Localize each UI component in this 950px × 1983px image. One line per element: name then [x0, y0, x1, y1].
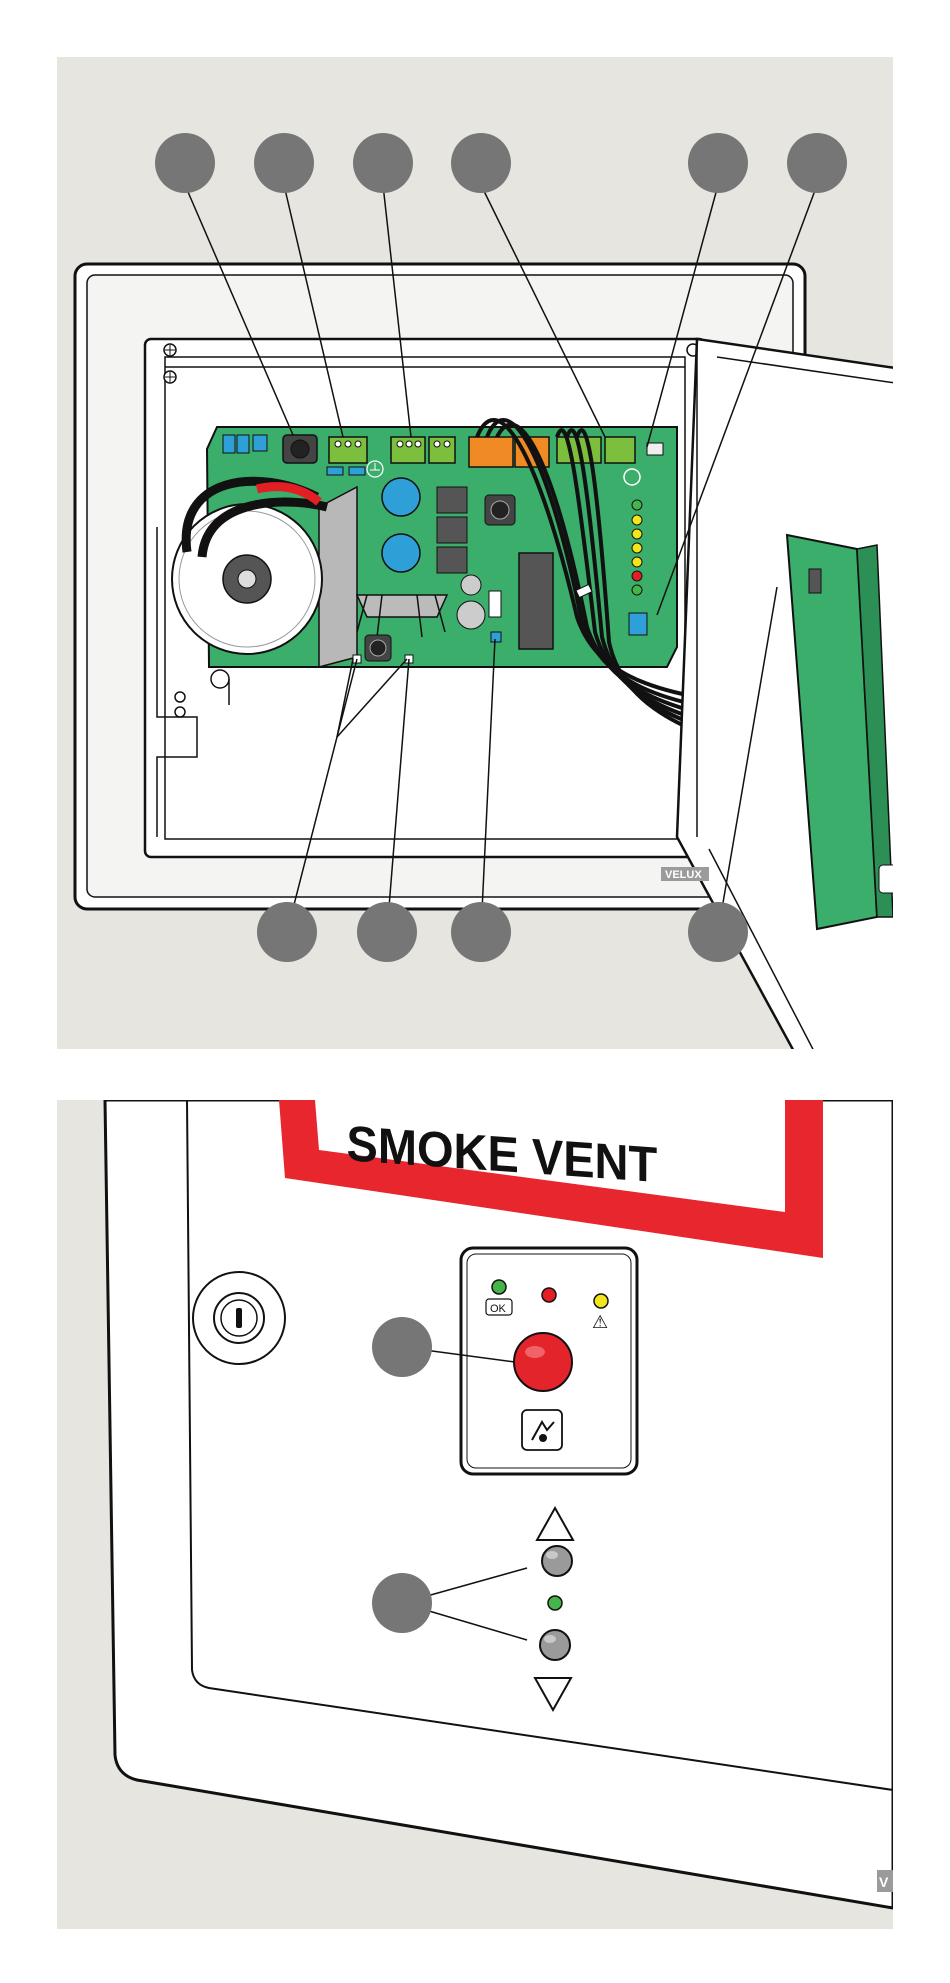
callout-marker	[353, 133, 413, 193]
brand-mark: V	[879, 1874, 889, 1890]
ventilation-close-button[interactable]	[540, 1630, 570, 1660]
screw-icon	[164, 344, 176, 356]
ventilation-led-green	[548, 1596, 562, 1610]
control-unit-front-diagram: SMOKE VENT OK ⚠	[57, 1100, 893, 1929]
callout-marker	[155, 133, 215, 193]
control-unit-open-diagram: VELUX	[57, 57, 893, 1049]
smoke-vent-open-button[interactable]	[514, 1333, 572, 1391]
warning-icon: ⚠	[592, 1312, 608, 1332]
control-unit-illustration: VELUX	[57, 57, 893, 1049]
callout-marker	[372, 1573, 432, 1633]
callout-marker	[787, 133, 847, 193]
capacitor	[382, 478, 420, 516]
callout-marker	[257, 902, 317, 962]
key-switch[interactable]	[193, 1272, 285, 1364]
microcontroller-chip	[519, 553, 553, 649]
callout-marker	[372, 1317, 432, 1377]
terminal-block-green	[429, 437, 455, 463]
manual-call-icon	[522, 1410, 562, 1450]
front-panel-illustration: SMOKE VENT OK ⚠	[57, 1100, 893, 1929]
callout-marker	[357, 902, 417, 962]
callout-marker	[254, 133, 314, 193]
callout-marker	[688, 902, 748, 962]
screw-icon	[164, 371, 176, 383]
relay	[437, 547, 467, 573]
relay	[437, 517, 467, 543]
callout-marker	[451, 902, 511, 962]
callout-marker	[688, 133, 748, 193]
ok-led-green	[492, 1280, 506, 1294]
ventilation-open-button[interactable]	[542, 1546, 572, 1576]
capacitor	[382, 534, 420, 572]
fault-led-yellow	[594, 1294, 608, 1308]
brand-mark: VELUX	[665, 869, 702, 881]
callout-marker	[451, 133, 511, 193]
alarm-led-red	[542, 1288, 556, 1302]
dip-switch	[629, 613, 647, 635]
terminal-block-green	[391, 437, 425, 463]
ok-label: OK	[490, 1303, 507, 1315]
relay	[437, 487, 467, 513]
terminal-block-green	[329, 437, 367, 463]
